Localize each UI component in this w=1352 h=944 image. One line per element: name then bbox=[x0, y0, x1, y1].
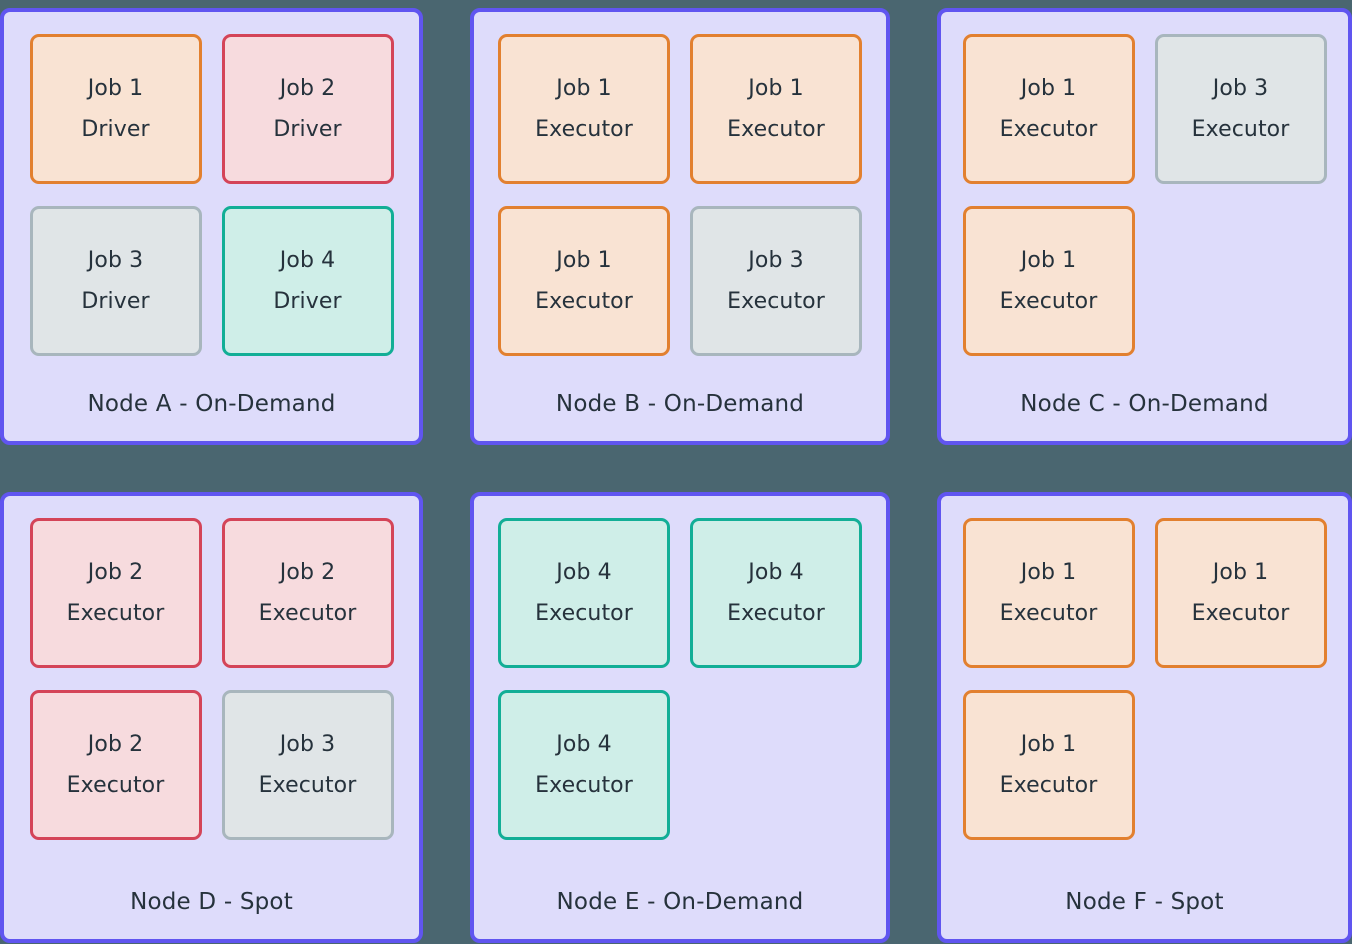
task-role-label: Executor bbox=[258, 773, 357, 798]
node-label-c: Node C - On-Demand bbox=[1020, 391, 1269, 417]
task-role-label: Executor bbox=[535, 601, 633, 626]
task-box[interactable]: Job 4 Executor bbox=[498, 518, 670, 668]
task-role-label: Executor bbox=[999, 601, 1098, 626]
task-role-label: Driver bbox=[273, 289, 342, 314]
empty-slot bbox=[690, 690, 862, 840]
task-role-label: Driver bbox=[81, 289, 150, 314]
column-gap-4 bbox=[890, 492, 937, 943]
row-gap-d bbox=[890, 445, 937, 492]
task-job-label: Job 3 bbox=[279, 732, 336, 757]
empty-slot bbox=[1155, 206, 1327, 356]
task-job-label: Job 1 bbox=[556, 76, 612, 101]
task-box[interactable]: Job 2 Executor bbox=[29, 690, 202, 840]
task-role-label: Executor bbox=[1191, 117, 1290, 142]
task-role-label: Executor bbox=[999, 289, 1098, 314]
task-box[interactable]: Job 3 Executor bbox=[690, 206, 862, 356]
task-job-label: Job 4 bbox=[748, 560, 804, 585]
task-job-label: Job 1 bbox=[748, 76, 804, 101]
task-box[interactable]: Job 4 Executor bbox=[498, 690, 670, 840]
task-box[interactable]: Job 2 Executor bbox=[221, 518, 394, 668]
node-label-d: Node D - Spot bbox=[130, 889, 293, 915]
task-job-label: Job 2 bbox=[87, 732, 144, 757]
task-role-label: Driver bbox=[81, 117, 150, 142]
row-gap-a bbox=[0, 445, 423, 492]
node-label-b: Node B - On-Demand bbox=[555, 391, 805, 417]
task-role-label: Executor bbox=[535, 117, 633, 142]
task-box[interactable]: Job 2 Executor bbox=[29, 518, 202, 668]
task-role-label: Executor bbox=[66, 601, 165, 626]
task-role-label: Executor bbox=[999, 773, 1098, 798]
task-role-label: Executor bbox=[535, 289, 633, 314]
task-job-label: Job 2 bbox=[279, 560, 336, 585]
task-job-label: Job 1 bbox=[1212, 560, 1269, 585]
task-box[interactable]: Job 3 Executor bbox=[221, 690, 394, 840]
task-role-label: Executor bbox=[535, 773, 633, 798]
row-gap-b bbox=[423, 445, 470, 492]
task-role-label: Executor bbox=[727, 601, 825, 626]
node-label-a: Node A - On-Demand bbox=[87, 391, 336, 417]
empty-slot bbox=[1155, 690, 1327, 840]
task-box[interactable]: Job 2 Driver bbox=[221, 34, 394, 184]
row-gap-e bbox=[937, 445, 1352, 492]
task-role-label: Executor bbox=[66, 773, 165, 798]
task-job-label: Job 3 bbox=[87, 248, 144, 273]
column-gap-3 bbox=[423, 492, 470, 943]
task-box[interactable]: Job 1 Executor bbox=[962, 206, 1135, 356]
task-job-label: Job 2 bbox=[279, 76, 336, 101]
task-job-label: Job 1 bbox=[1020, 560, 1077, 585]
task-box[interactable]: Job 1 Driver bbox=[29, 34, 202, 184]
task-role-label: Driver bbox=[273, 117, 342, 142]
task-job-label: Job 2 bbox=[87, 560, 144, 585]
column-gap-1 bbox=[423, 8, 470, 445]
task-box[interactable]: Job 1 Executor bbox=[498, 206, 670, 356]
task-role-label: Executor bbox=[258, 601, 357, 626]
task-box[interactable]: Job 1 Executor bbox=[498, 34, 670, 184]
task-box[interactable]: Job 4 Driver bbox=[221, 206, 394, 356]
task-box[interactable]: Job 3 Executor bbox=[1154, 34, 1327, 184]
task-job-label: Job 1 bbox=[1020, 76, 1077, 101]
task-job-label: Job 1 bbox=[1020, 248, 1077, 273]
node-label-f: Node F - Spot bbox=[1065, 889, 1224, 915]
task-job-label: Job 1 bbox=[87, 76, 144, 101]
task-box[interactable]: Job 1 Executor bbox=[962, 690, 1135, 840]
task-job-label: Job 3 bbox=[748, 248, 804, 273]
task-job-label: Job 4 bbox=[556, 732, 612, 757]
task-box[interactable]: Job 4 Executor bbox=[690, 518, 862, 668]
task-job-label: Job 3 bbox=[1212, 76, 1269, 101]
task-box[interactable]: Job 1 Executor bbox=[1154, 518, 1327, 668]
task-role-label: Executor bbox=[1191, 601, 1290, 626]
task-role-label: Executor bbox=[727, 289, 825, 314]
node-label-e: Node E - On-Demand bbox=[556, 889, 804, 915]
task-box[interactable]: Job 1 Executor bbox=[962, 34, 1135, 184]
task-job-label: Job 1 bbox=[556, 248, 612, 273]
column-gap-2 bbox=[890, 8, 937, 445]
row-gap-c bbox=[470, 445, 890, 492]
task-role-label: Executor bbox=[727, 117, 825, 142]
task-role-label: Executor bbox=[999, 117, 1098, 142]
task-job-label: Job 1 bbox=[1020, 732, 1077, 757]
task-box[interactable]: Job 1 Executor bbox=[690, 34, 862, 184]
task-job-label: Job 4 bbox=[279, 248, 336, 273]
task-box[interactable]: Job 3 Driver bbox=[29, 206, 202, 356]
task-box[interactable]: Job 1 Executor bbox=[962, 518, 1135, 668]
task-job-label: Job 4 bbox=[556, 560, 612, 585]
